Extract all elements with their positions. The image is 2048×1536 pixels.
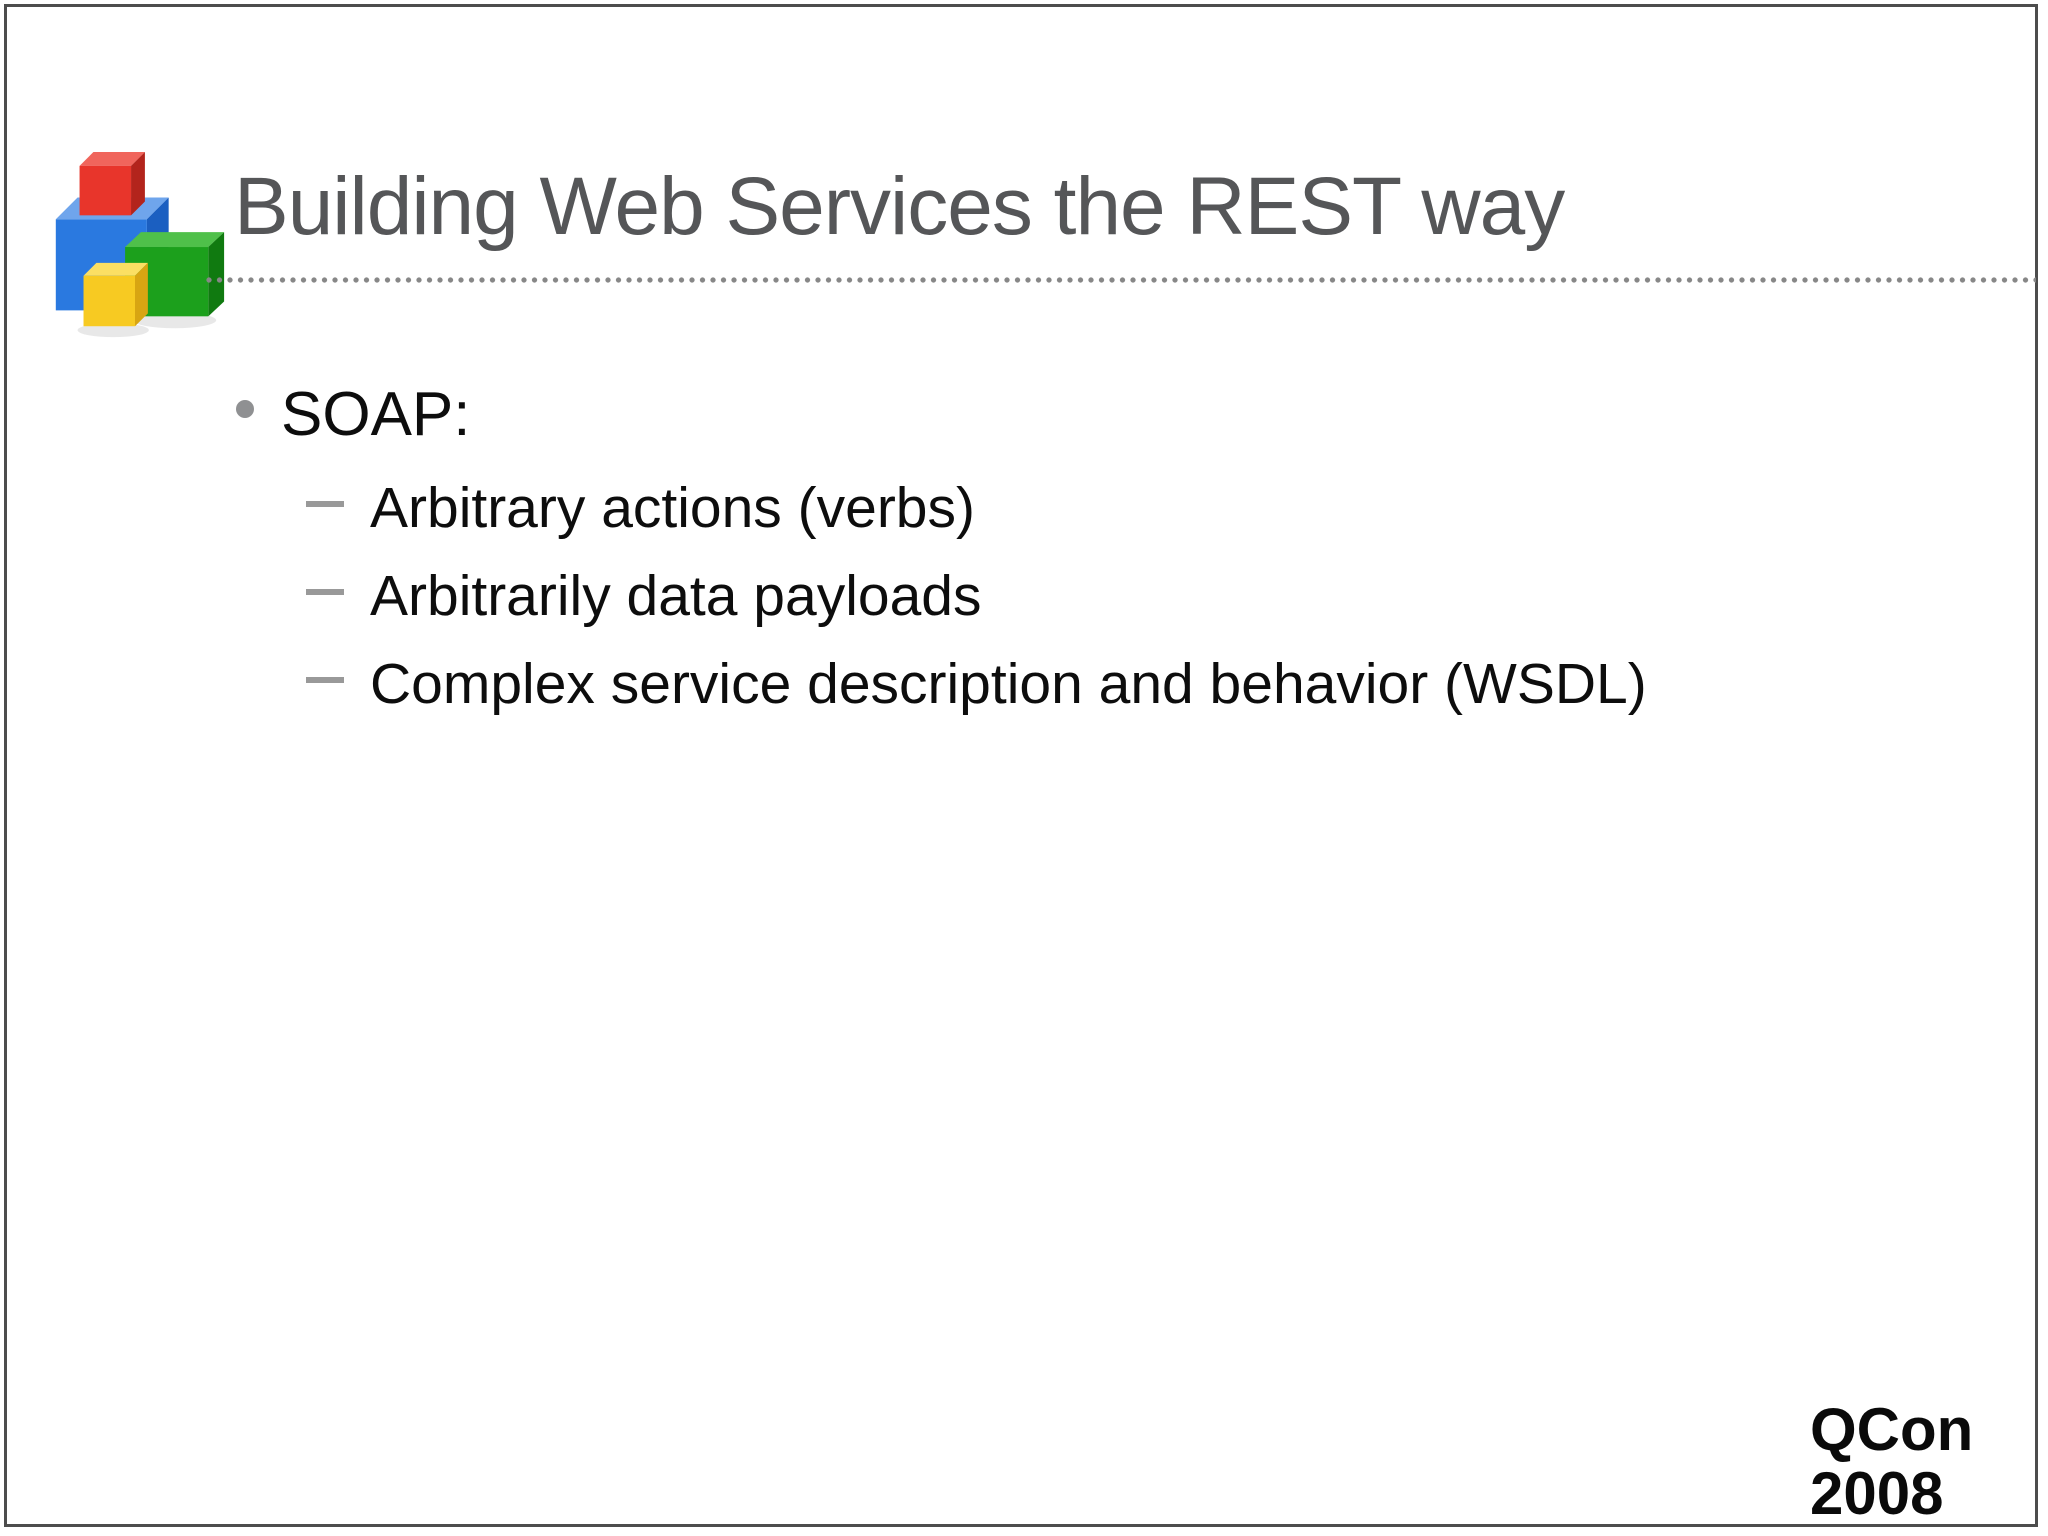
logo-shadow (77, 323, 149, 338)
footer-line-1: QCon (1810, 1396, 1974, 1463)
red-cube (79, 151, 145, 216)
dash-bullet-icon (306, 501, 344, 507)
sub-bullet-item: Arbitrary actions (verbs) (370, 476, 975, 540)
footer-line-2: 2008 (1810, 1460, 1944, 1527)
conference-footer: QCon 2008 (1810, 1398, 1973, 1526)
dash-bullet-icon (306, 677, 344, 683)
building-blocks-logo (55, 151, 225, 338)
page-title: Building Web Services the REST way (234, 161, 1565, 252)
dash-bullet-icon (306, 589, 344, 595)
sub-bullet-item: Complex service description and behavior… (370, 652, 1647, 716)
sub-bullet-item: Arbitrarily data payloads (370, 564, 982, 628)
yellow-cube (83, 262, 148, 327)
bullet-item-soap: SOAP: (281, 380, 471, 449)
bullet-dot-icon (236, 400, 254, 418)
title-divider-dotted-line (205, 276, 2036, 284)
